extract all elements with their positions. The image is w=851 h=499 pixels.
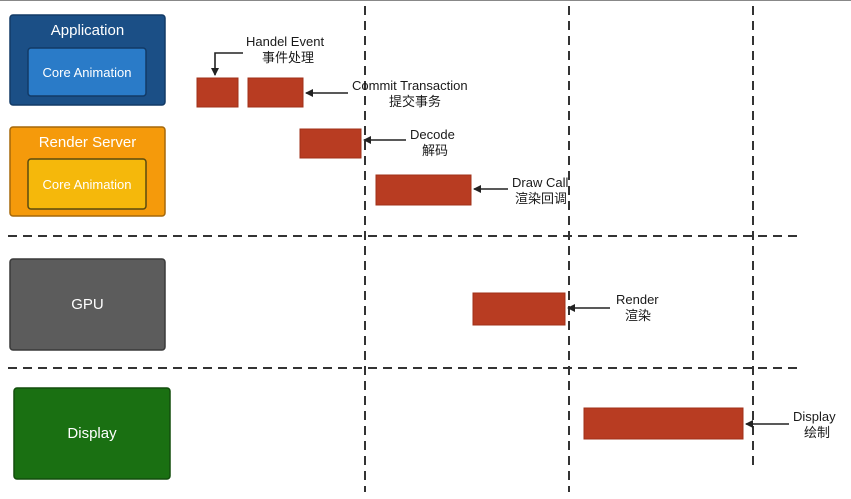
decode-label-zh: 解码 [422,143,448,158]
render-server-lane: Render Server Core Animation [9,126,166,217]
render-server-core-animation-label: Core Animation [43,177,132,192]
render-label-zh: 渲染 [625,308,651,323]
task-block-draw-call [375,174,472,206]
application-title: Application [51,22,124,39]
commit-transaction-label: Commit Transaction [352,78,468,93]
task-block-render [472,292,566,326]
render-label: Render [616,292,659,307]
commit-transaction-label-zh: 提交事务 [389,94,441,109]
handel-event-label: Handel Event [246,34,324,49]
arrow-handel-event [211,52,243,76]
display-label: Display [793,409,836,424]
task-block-decode [299,128,362,159]
application-core-animation-label: Core Animation [43,65,132,80]
draw-call-label: Draw Call [512,175,568,190]
task-block-display [583,407,744,440]
decode-label: Decode [410,127,455,142]
display-label-zh: 绘制 [804,425,830,440]
handel-event-label-zh: 事件处理 [262,50,314,65]
display-lane: Display [13,387,171,480]
application-core-animation-box [27,47,147,97]
task-block-commit-transaction [247,77,304,108]
gpu-lane: GPU [9,258,166,351]
render-server-title: Render Server [39,134,137,151]
render-server-core-animation-box [27,158,147,210]
display-title: Display [67,425,117,442]
task-block-handle-event [196,77,239,108]
gpu-title: GPU [71,296,104,313]
application-lane: Application Core Animation [9,14,166,106]
draw-call-label-zh: 渲染回调 [515,191,567,206]
